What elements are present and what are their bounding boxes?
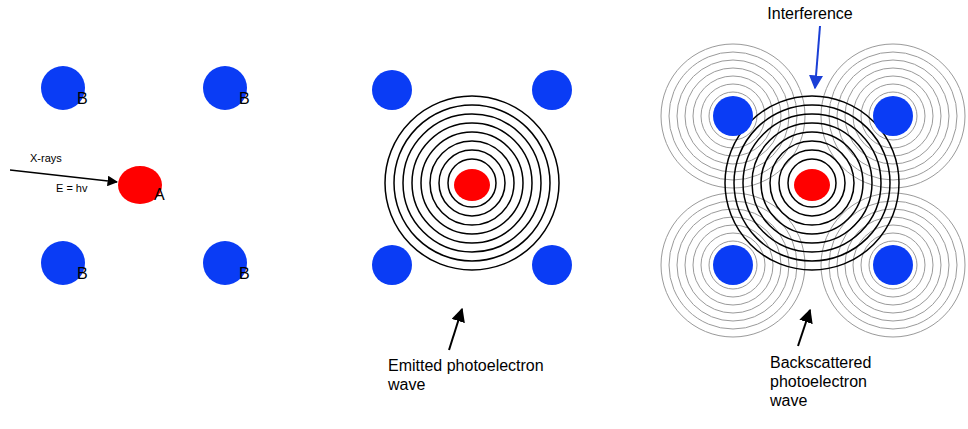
wave-ring: [853, 76, 933, 156]
wave-ring: [439, 150, 505, 216]
atom-label: B: [239, 265, 250, 283]
interference-label: Interference: [740, 4, 880, 23]
wave-label: Emitted photoelectron wave: [388, 356, 544, 394]
b-atom: [532, 70, 572, 110]
b-atom: [713, 245, 753, 285]
energy-label: E = hv: [56, 182, 126, 195]
atom-label: B: [77, 265, 88, 283]
wave-ring: [693, 76, 773, 156]
wave-ring: [448, 159, 496, 207]
wave-ring: [403, 114, 541, 252]
b-atom: B: [41, 241, 85, 285]
b-atom: [372, 70, 412, 110]
b-atom: [713, 96, 753, 136]
wave-ring: [770, 141, 854, 225]
wave-ring: [853, 225, 933, 305]
atom-label: B: [239, 90, 250, 108]
label-anchor: Backscattered photoelectron wave: [770, 353, 892, 411]
atom-label: B: [77, 90, 88, 108]
xray-arrow: [10, 170, 117, 182]
backscattered-wave: [661, 44, 965, 337]
wave-ring: [829, 201, 957, 329]
wave-ring: [837, 60, 949, 172]
wave-ring: [685, 217, 781, 313]
wave-ring: [701, 233, 765, 297]
wave-ring: [709, 92, 757, 140]
wave-ring: [734, 105, 890, 261]
wave-ring: [385, 96, 559, 270]
pointer-arrow: [449, 309, 462, 350]
beam-label: X-rays: [30, 152, 100, 165]
wave-ring: [869, 241, 917, 289]
wave-ring: [861, 233, 925, 297]
wave-ring: [693, 225, 773, 305]
wave-ring: [845, 217, 941, 313]
a-atom: [454, 169, 490, 201]
wave-label: Backscattered photoelectron wave: [770, 353, 892, 411]
a-atom: A: [118, 166, 162, 204]
wave-ring: [761, 132, 863, 234]
wave-ring: [669, 52, 797, 180]
a-atom: [794, 169, 830, 201]
wave-ring: [779, 150, 845, 216]
wave-ring: [394, 105, 550, 261]
wave-ring: [430, 141, 514, 225]
atom-label: A: [154, 186, 165, 204]
wave-ring: [685, 68, 781, 164]
wave-ring: [412, 123, 532, 243]
wave-ring: [869, 92, 917, 140]
b-atom: [532, 245, 572, 285]
interference-arrow: [815, 26, 820, 88]
b-atom: B: [203, 241, 247, 285]
wave-ring: [788, 159, 836, 207]
wave-ring: [752, 123, 872, 243]
wave-ring: [421, 132, 523, 234]
wave-ring: [821, 44, 965, 188]
label-anchor: Interference: [740, 4, 880, 23]
label-anchor: E = hv: [56, 182, 126, 195]
wave-ring: [677, 209, 789, 321]
b-atom: [873, 96, 913, 136]
b-atom: B: [41, 66, 85, 110]
label-anchor: Emitted photoelectron wave: [388, 356, 544, 394]
b-atom: [873, 245, 913, 285]
wave-ring: [709, 241, 757, 289]
pointer-arrow: [798, 310, 810, 346]
label-anchor: X-rays: [30, 152, 100, 165]
emitted-wave: [385, 96, 559, 270]
wave-ring: [743, 114, 881, 252]
wave-ring: [861, 84, 925, 148]
b-atom: [372, 245, 412, 285]
b-atom: B: [203, 66, 247, 110]
